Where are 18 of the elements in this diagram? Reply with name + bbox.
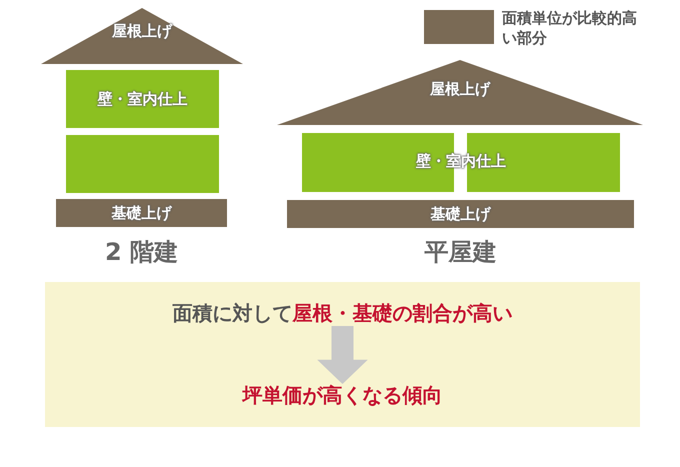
part-label: 壁・室内仕上 xyxy=(98,90,188,108)
part-label: 屋根上げ xyxy=(112,22,172,41)
wall-block xyxy=(66,70,219,128)
roof-shape xyxy=(41,8,243,64)
house-type-label: 平屋建 xyxy=(424,238,496,266)
part-label: 基礎上げ xyxy=(430,204,490,224)
summary-text: 面積に対して屋根・基礎の割合が高い xyxy=(45,298,640,328)
house-type-label: 2 階建 xyxy=(104,238,178,266)
foundation-bar xyxy=(287,200,634,228)
summary-panel xyxy=(45,282,640,427)
part-label: 基礎上げ xyxy=(112,204,172,222)
wall-block xyxy=(66,135,219,193)
part-label: 屋根上げ xyxy=(430,80,490,99)
conclusion-text: 坪単価が高くなる傾向 xyxy=(45,380,640,410)
roof-shape xyxy=(277,60,643,125)
foundation-bar xyxy=(56,199,227,227)
legend-text: 面積単位が比較的高い部分 xyxy=(502,8,638,48)
down-arrow xyxy=(317,326,368,384)
